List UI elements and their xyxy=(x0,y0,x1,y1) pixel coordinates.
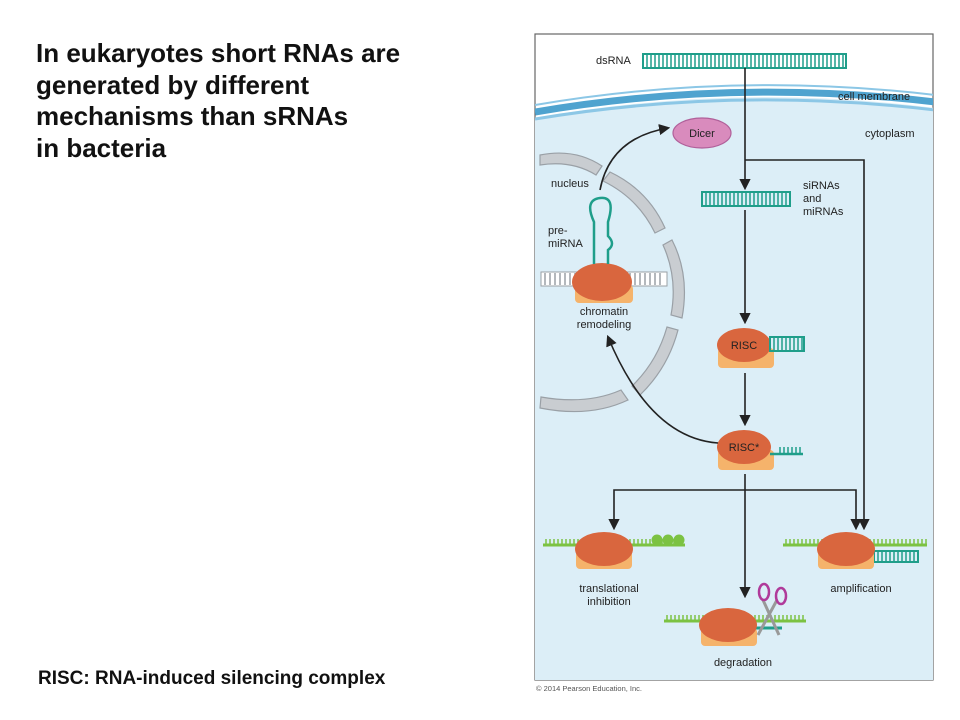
dsrna-label: dsRNA xyxy=(596,55,632,67)
translation-factor xyxy=(662,534,674,546)
arrow-to-translational-inhibition xyxy=(608,489,745,531)
pre-mirna-label: pre- xyxy=(548,225,568,237)
cell-membrane-label: cell membrane xyxy=(838,91,910,103)
sirna-duplex xyxy=(701,191,791,207)
sirnas-label: siRNAs xyxy=(803,180,840,192)
sirnas-label: miRNAs xyxy=(803,206,844,218)
slide-title: In eukaryotes short RNAs are generated b… xyxy=(36,38,506,164)
cell-membrane xyxy=(535,88,933,116)
copyright-notice: © 2014 Pearson Education, Inc. xyxy=(536,684,642,693)
degradation-complex xyxy=(664,608,806,646)
pre-mirna-label: miRNA xyxy=(548,238,583,250)
degradation-label: degradation xyxy=(714,657,772,669)
amplification-label: amplification xyxy=(830,583,891,595)
pathway-arrows xyxy=(599,68,870,599)
risc-active-complex xyxy=(717,430,803,470)
nucleus-label: nucleus xyxy=(551,178,589,190)
dicer-label: Dicer xyxy=(689,128,715,140)
chromatin-remodeling-label: remodeling xyxy=(577,319,631,331)
title-line: generated by different xyxy=(36,69,310,100)
chromatin xyxy=(540,263,668,303)
translational-inhibition-complex xyxy=(543,532,685,569)
amplification-complex xyxy=(783,532,927,569)
risc-label: RISC xyxy=(731,340,757,352)
arrow-premirna-to-dicer xyxy=(599,124,671,191)
arrow-to-amplification xyxy=(745,159,870,531)
title-line: In eukaryotes short RNAs are xyxy=(36,38,401,68)
translation-factor xyxy=(651,534,663,546)
pre-mirna-hairpin xyxy=(588,196,614,264)
risc-definition: RISC: RNA-induced silencing complex xyxy=(38,668,386,689)
chromatin-remodeling-label: chromatin xyxy=(580,306,628,318)
dicer-enzyme xyxy=(672,117,732,149)
nuclear-envelope xyxy=(539,152,686,413)
cytoplasm-label: cytoplasm xyxy=(865,128,915,140)
translation-factor xyxy=(673,534,685,546)
translational-inhibition-label: inhibition xyxy=(587,596,630,608)
dsrna-duplex xyxy=(642,53,847,69)
scissors-icon xyxy=(756,582,788,636)
sirnas-label: and xyxy=(803,193,821,205)
risc-active-label: RISC* xyxy=(729,442,760,454)
risc-complex xyxy=(717,328,805,368)
translational-inhibition-label: translational xyxy=(579,583,638,595)
title-line: in bacteria xyxy=(36,132,167,163)
title-line: mechanisms than sRNAs xyxy=(36,101,349,131)
arrow-risc-active-to-chromatin xyxy=(606,334,719,444)
